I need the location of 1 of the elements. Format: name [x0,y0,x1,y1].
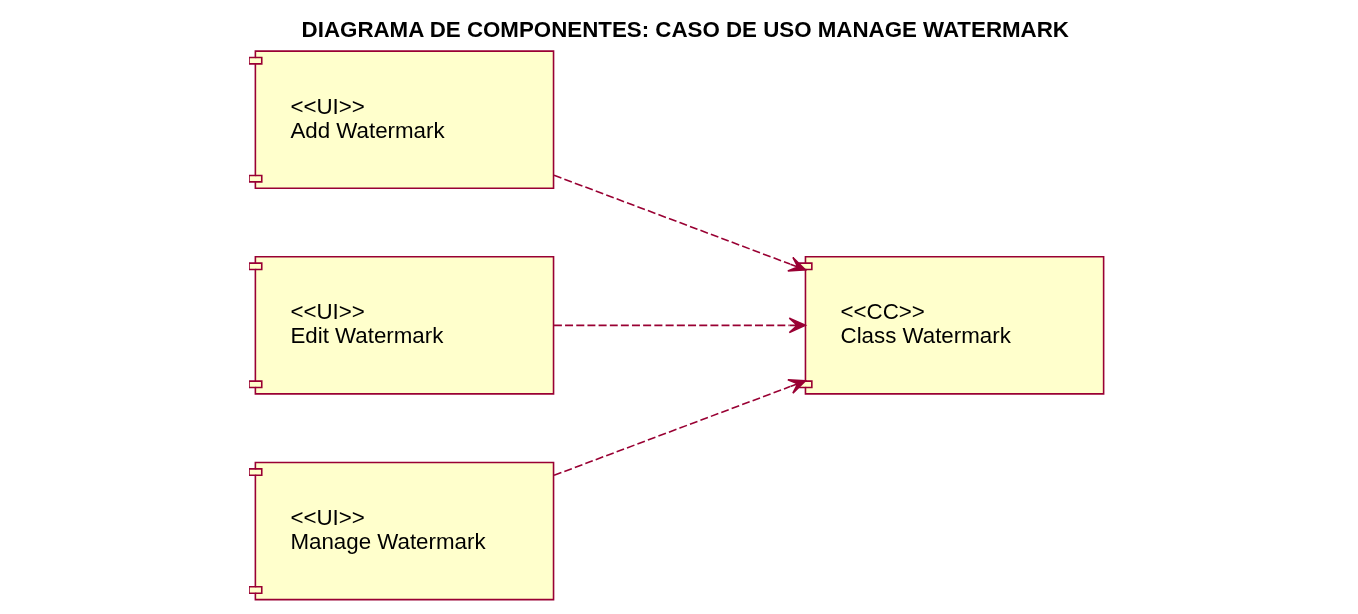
diagram-title: DIAGRAMA DE COMPONENTES: CASO DE USO MANAGE WATERMARK [301,17,1069,43]
